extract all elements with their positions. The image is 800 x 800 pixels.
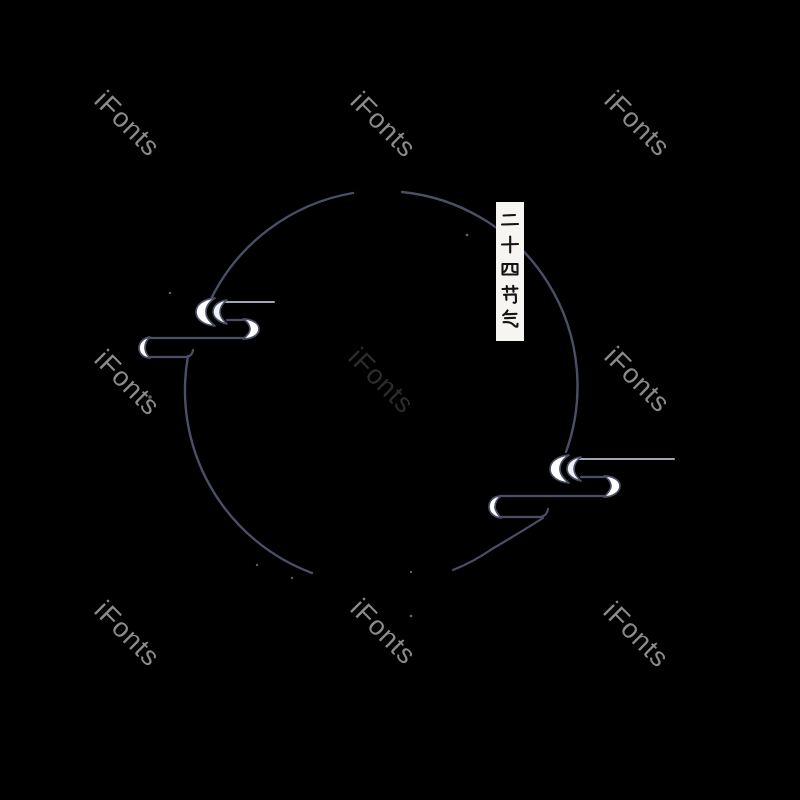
cloud-spiral-crescent-inner — [566, 456, 582, 482]
hanzi-er-glyph — [500, 213, 520, 226]
noise-specks — [148, 233, 469, 618]
cloud-right-cap — [242, 318, 260, 340]
hanzi-jie-glyph — [501, 284, 519, 304]
solar-terms-label: 二十四节气 — [496, 202, 524, 341]
circle-arc-bottom-left — [183, 354, 314, 575]
cloud-band-lower — [499, 507, 550, 519]
hanzi-shi-glyph — [500, 235, 520, 254]
cloud-left-cap — [488, 495, 502, 519]
hanzi-si-glyph — [501, 262, 519, 276]
circle-arc-right — [400, 190, 579, 454]
circle-arc-top-left — [209, 191, 355, 301]
cloud-left-cap — [138, 336, 151, 359]
cloud-spiral-crescent-outer — [549, 454, 570, 484]
cloud-band-lower — [148, 348, 195, 359]
cloud-lower-right — [451, 454, 675, 572]
cloud-upper-left — [138, 297, 275, 359]
hanzi-qi-glyph — [502, 309, 519, 328]
cloud-spiral-crescent-inner — [212, 299, 228, 325]
cloud-spiral-crescent-outer — [195, 297, 216, 327]
cloud-tail — [451, 516, 545, 572]
cloud-right-cap — [603, 475, 621, 498]
